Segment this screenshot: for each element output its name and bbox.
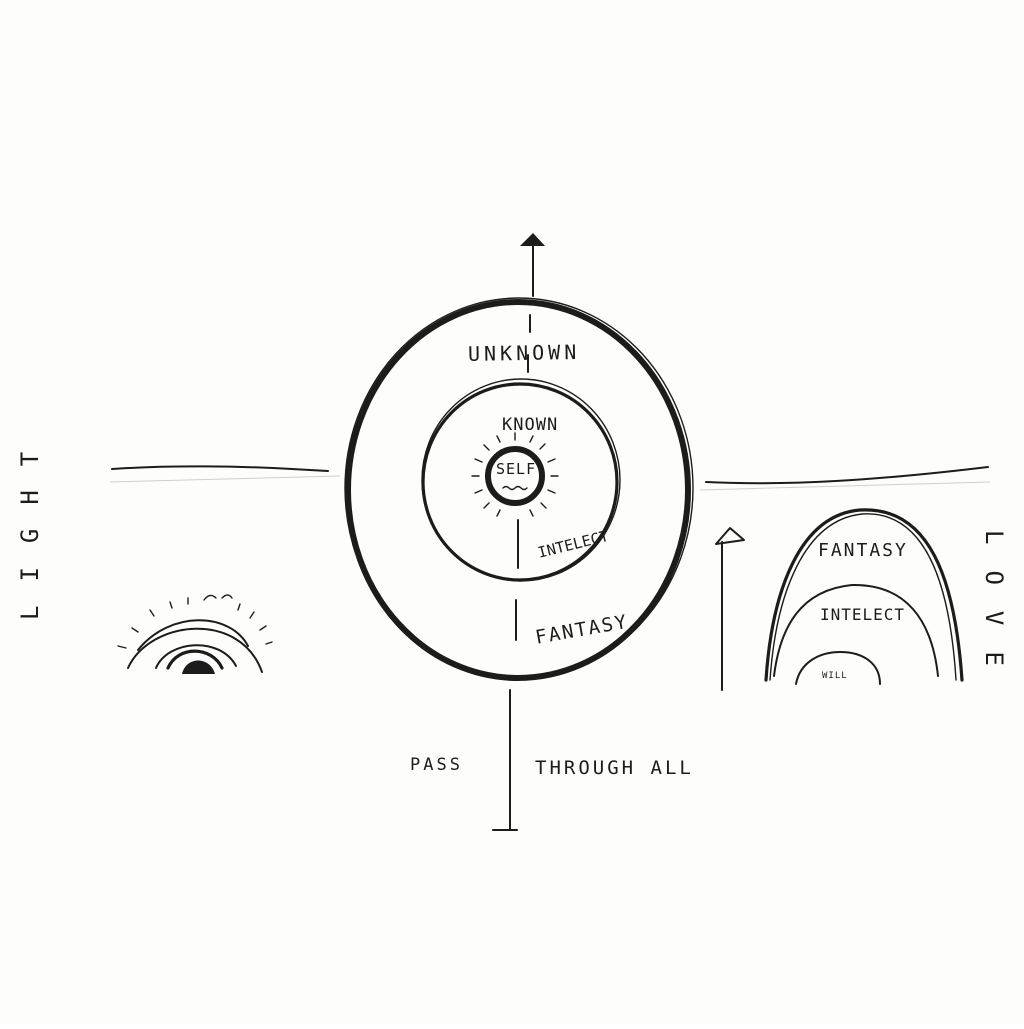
middle-circle-known-sketch xyxy=(421,378,621,582)
label-fantasy-right: FANTASY xyxy=(818,540,908,561)
label-intellect-right: INTELECT xyxy=(820,605,905,624)
right-nested-arches xyxy=(764,508,964,685)
pencil-guide-right xyxy=(699,481,991,491)
right-upward-arrow-head xyxy=(715,527,745,545)
label-pass: PASS xyxy=(410,755,463,775)
label-self: SELF xyxy=(496,460,536,478)
outer-circle-unknown-sketch xyxy=(344,297,694,679)
pencil-guide-left xyxy=(109,475,341,483)
left-eye-sketch xyxy=(117,594,273,674)
label-intellect-center: INTELECT xyxy=(536,527,610,562)
label-unknown: UNKNOWN xyxy=(468,340,581,366)
middle-circle-known xyxy=(421,382,619,582)
label-love-vertical: LOVE xyxy=(980,530,1008,692)
label-through-all: THROUGH ALL xyxy=(535,757,694,779)
horizon-line-left xyxy=(111,465,329,472)
self-radiance-rays xyxy=(471,432,559,517)
self-inner-scribble xyxy=(502,485,528,491)
label-known: KNOWN xyxy=(502,415,558,435)
horizon-line-right xyxy=(705,466,989,485)
label-light-vertical: LIGHT xyxy=(16,428,44,620)
inner-circle-self xyxy=(485,446,545,506)
upward-arrow-head xyxy=(520,233,545,246)
label-will-right: WILL xyxy=(822,671,848,681)
